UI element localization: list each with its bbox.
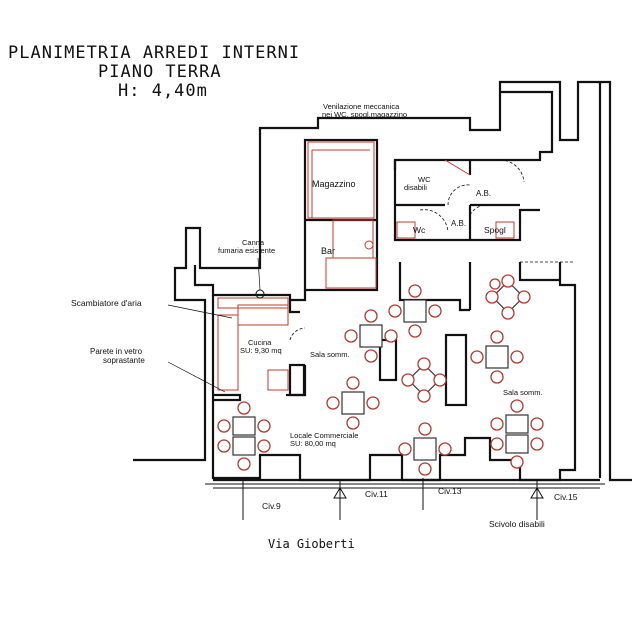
label-ventilation-2: nei WC, spogl.magazzino: [322, 110, 407, 119]
title-line-1: PLANIMETRIA ARREDI INTERNI: [8, 43, 300, 63]
label-cucina-1: Cucina: [248, 338, 272, 347]
table: [341, 391, 365, 415]
table: [403, 299, 427, 323]
label-scambiatore: Scambiatore d'aria: [71, 298, 142, 308]
label-civ15: Civ.15: [554, 492, 578, 502]
label-locale-1: Locale Commerciale: [290, 431, 358, 440]
label-ab-1: A.B.: [476, 189, 491, 198]
table-group-1: [217, 401, 271, 471]
table-group-4: [485, 274, 531, 320]
table: [232, 416, 256, 436]
table: [359, 324, 383, 348]
table: [407, 363, 441, 397]
label-civ9: Civ.9: [262, 501, 281, 511]
table: [505, 434, 529, 454]
table: [491, 280, 525, 314]
label-civ11: Civ.11: [365, 489, 388, 499]
table-group-7: [326, 376, 380, 430]
entrance-markers: [242, 478, 544, 520]
leader-lines: [167, 257, 261, 393]
table: [232, 436, 256, 456]
building-walls: [133, 80, 632, 489]
table: [505, 414, 529, 434]
label-cucina-2: SU: 9,30 mq: [240, 346, 282, 355]
label-parete-2: soprastante: [103, 356, 145, 365]
room-labels: Venilazione meccanica nei WC, spogl.maga…: [71, 102, 578, 551]
label-canna-1: Canna: [242, 238, 265, 247]
label-sala-somm-2: Sala somm.: [503, 388, 543, 397]
title-line-3: H: 4,40m: [118, 81, 208, 101]
label-spogl: Spogl: [484, 225, 506, 235]
label-ventilation-1: Venilazione meccanica: [323, 102, 400, 111]
table-group-9: [490, 399, 544, 469]
label-street: Via Gioberti: [268, 537, 355, 551]
label-locale-2: SU: 80,00 mq: [290, 439, 336, 448]
title-line-2: PIANO TERRA: [98, 62, 222, 82]
label-magazzino: Magazzino: [312, 179, 356, 189]
label-bar: Bar: [321, 246, 335, 256]
table-group-8: [398, 422, 452, 476]
table: [413, 437, 437, 461]
label-wc-disabili-2: disabili: [404, 183, 427, 192]
label-sala-somm-1: Sala somm.: [310, 350, 350, 359]
table-group-6: [470, 330, 524, 384]
label-parete-1: Parete in vetro: [90, 347, 143, 356]
label-civ13: Civ.13: [438, 486, 462, 496]
label-canna-2: fumaria esistente: [218, 246, 275, 255]
table-group-2: [344, 309, 398, 363]
table-group-3: [388, 284, 442, 338]
label-scivolo: Scivolo disabili: [489, 519, 545, 529]
label-wc: Wc: [413, 225, 426, 235]
kitchen-bar-fixtures: [217, 141, 525, 391]
table: [485, 345, 509, 369]
table-group-5: [401, 357, 447, 403]
label-wc-disabili-1: WC: [418, 175, 431, 184]
plan-title: PLANIMETRIA ARREDI INTERNI PIANO TERRA H…: [8, 43, 300, 101]
label-ab-2: A.B.: [451, 219, 466, 228]
